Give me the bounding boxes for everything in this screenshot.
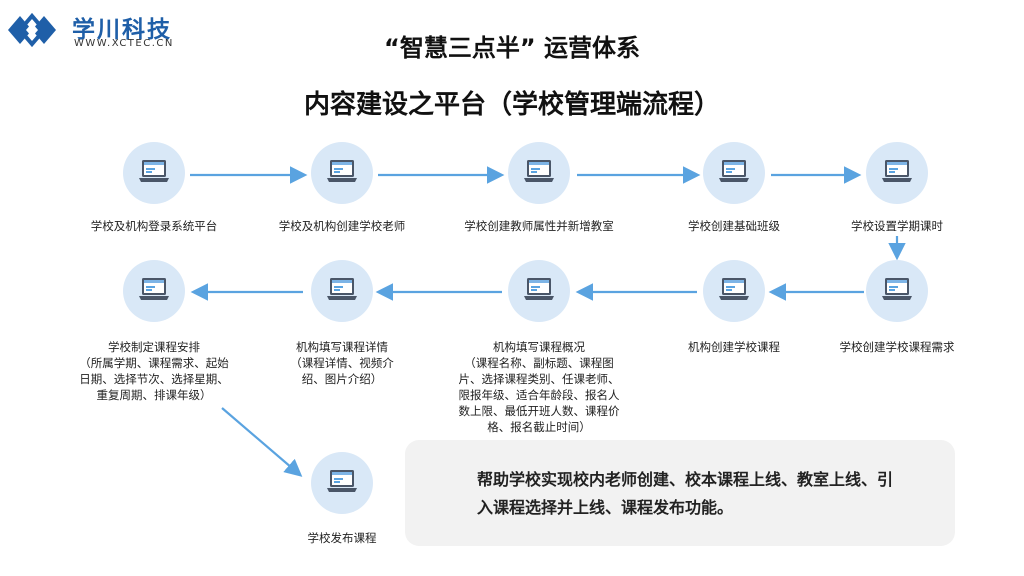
step-label-s7: 机构创建学校课程 xyxy=(688,340,780,354)
arrow-s10-s11 xyxy=(221,407,303,477)
step-icon-s9 xyxy=(311,260,373,322)
step-label-s1: 学校及机构登录系统平台 xyxy=(90,219,218,233)
summary-panel: 帮助学校实现校内老师创建、校本课程上线、教室上线、引入课程选择并上线、课程发布功… xyxy=(405,440,955,546)
summary-text: 帮助学校实现校内老师创建、校本课程上线、教室上线、引入课程选择并上线、课程发布功… xyxy=(477,470,894,517)
step-icon-s6 xyxy=(866,260,928,322)
step-icon-s1 xyxy=(123,142,185,204)
step-icon-s7 xyxy=(703,260,765,322)
step-label-s9: 机构填写课程详情 （课程详情、视频介 绍、图片介绍） xyxy=(290,340,394,386)
laptop-icon xyxy=(524,278,554,300)
step-label-s10: 学校制定课程安排 （所属学期、课程需求、起始 日期、选择节次、选择星期、 重复周… xyxy=(79,340,229,402)
step-icon-s11 xyxy=(311,452,373,514)
laptop-icon xyxy=(719,278,749,300)
laptop-icon xyxy=(882,160,912,182)
step-label-s6: 学校创建学校课程需求 xyxy=(839,340,955,354)
step-label-s8: 机构填写课程概况 （课程名称、副标题、课程图 片、选择课程类别、任课老师、 限报… xyxy=(458,340,620,434)
step-icon-s8 xyxy=(508,260,570,322)
laptop-icon xyxy=(719,160,749,182)
logo-name: 学川科技 xyxy=(72,17,172,43)
step-icon-s4 xyxy=(703,142,765,204)
step-label-s5: 学校设置学期课时 xyxy=(851,219,943,233)
laptop-icon xyxy=(327,160,357,182)
laptop-icon xyxy=(139,160,169,182)
step-icon-s5 xyxy=(866,142,928,204)
laptop-icon xyxy=(524,160,554,182)
brand-logo: 学川科技 WWW.XCTEC.CN xyxy=(6,6,186,54)
step-icon-s3 xyxy=(508,142,570,204)
step-icon-s2 xyxy=(311,142,373,204)
page-title: “智慧三点半” 运营体系 xyxy=(384,34,640,62)
laptop-icon xyxy=(327,278,357,300)
laptop-icon xyxy=(327,470,357,492)
logo-mark-icon xyxy=(8,12,56,48)
page-subtitle: 内容建设之平台（学校管理端流程） xyxy=(303,90,720,120)
step-label-s4: 学校创建基础班级 xyxy=(688,219,780,233)
logo-url: WWW.XCTEC.CN xyxy=(74,38,174,49)
step-icon-s10 xyxy=(123,260,185,322)
laptop-icon xyxy=(139,278,169,300)
step-label-s11: 学校发布课程 xyxy=(307,531,377,545)
step-label-s2: 学校及机构创建学校老师 xyxy=(278,219,406,233)
laptop-icon xyxy=(882,278,912,300)
step-label-s3: 学校创建教师属性并新增教室 xyxy=(464,219,614,233)
